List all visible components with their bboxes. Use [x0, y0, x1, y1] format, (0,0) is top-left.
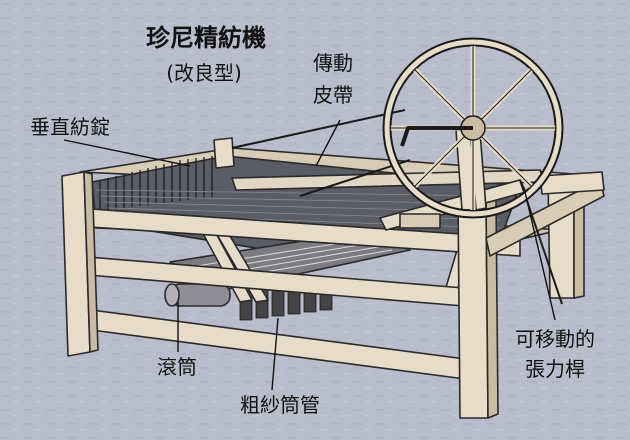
back-top-crossbar: [539, 171, 605, 195]
label-vertical-spindles: 垂直紡錠: [30, 115, 110, 139]
leader-line-tension-rod: [524, 191, 556, 321]
right-side-beam: [485, 179, 605, 257]
roller: [164, 283, 231, 307]
label-drive-belt-line2: 皮帶: [313, 83, 353, 107]
drive-wheel: [382, 37, 564, 219]
diagram-subtitle: (改良型): [166, 61, 242, 85]
wheel-crank-handle: [400, 126, 473, 147]
diagram-title: 珍尼精紡機: [146, 24, 266, 52]
leader-lines: [63, 119, 556, 391]
label-roving-bobbins: 粗紗筒管: [240, 393, 320, 417]
label-roller: 滾筒: [157, 355, 197, 379]
label-drive-belt-line1: 傳動: [313, 51, 353, 75]
label-tension-rod-line2: 張力桿: [525, 357, 585, 381]
spinning-jenny-machine: [61, 37, 605, 419]
leader-line-vertical-spindles: [63, 139, 191, 167]
leader-line-roving-bobbins: [271, 317, 279, 391]
label-tension-rod-line1: 可移動的: [515, 327, 595, 351]
left-back-post: [213, 137, 235, 169]
right-front-post: [457, 195, 489, 419]
leader-line-drive-belt: [315, 119, 341, 167]
